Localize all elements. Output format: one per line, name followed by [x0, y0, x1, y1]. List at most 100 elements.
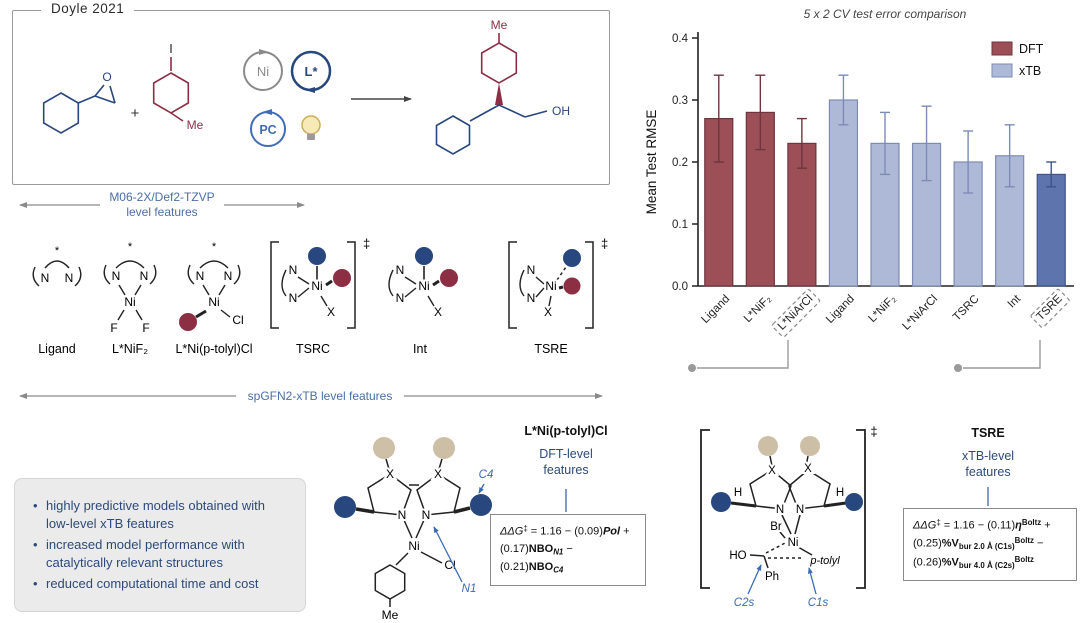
y-tick-label: 0.3	[672, 95, 688, 107]
dft-panel-title-block: L*Ni(p-tolyl)Cl DFT-level features	[512, 424, 620, 479]
red-ball	[333, 269, 351, 287]
label-tsrc: TSRC	[296, 342, 330, 356]
int-ni: Ni	[418, 279, 429, 293]
c2s-arrow	[747, 564, 762, 595]
structure-lnif2	[103, 260, 157, 321]
tsre-ni: Ni	[545, 279, 556, 293]
bullet-item: reduced computational time and cost	[33, 575, 287, 593]
xtb-structure-subtitle: xTB-level features	[961, 449, 1015, 480]
xtb-scope-arrow-right	[404, 393, 603, 399]
x-tick-label: L*NiF₂	[742, 293, 774, 325]
h-atom: H	[836, 487, 844, 499]
n-atom: N	[398, 508, 407, 522]
ho-group: HO	[729, 550, 746, 562]
n-atom: N	[796, 504, 804, 516]
epoxide-substrate	[42, 84, 116, 134]
x-substituent: X	[804, 463, 812, 475]
dft-scope-arrow-right	[224, 202, 305, 208]
tsre-structure: ‡ X X H H N N Br Ni p-tolyl HO	[700, 424, 878, 609]
lnif2-f: F	[142, 321, 149, 335]
y-tick-label: 0.4	[672, 33, 689, 45]
p-tolyl-label: p-tolyl	[809, 555, 840, 567]
blue-ball	[845, 493, 863, 511]
ligand-cycle-label: L*	[305, 64, 319, 79]
lnif2-f: F	[110, 321, 117, 335]
scheme-title: Doyle 2021	[41, 1, 135, 16]
xtb-level-label: spGFN2-xTB level features	[247, 389, 393, 403]
me-group: Me	[382, 608, 399, 622]
tsre-dagger: ‡	[601, 236, 608, 251]
x-substituent: X	[434, 467, 442, 481]
h-atom: H	[734, 487, 742, 499]
dft-scope-arrow-left	[19, 202, 100, 208]
dft-level-label: M06-2X/Def2-TZVP level features	[109, 190, 215, 219]
x-tick-label: Int	[1006, 292, 1024, 310]
bar-4-xTB	[828, 99, 859, 287]
n1-atom: N	[422, 508, 431, 522]
tsrc-dagger: ‡	[363, 236, 370, 251]
ligand-n: N	[41, 271, 50, 285]
br-atom: Br	[770, 521, 782, 533]
y-tick-label: 0.0	[672, 281, 688, 293]
pc-cycle-label: PC	[259, 123, 276, 137]
lniarcl-ni: Ni	[208, 295, 219, 309]
structure-int	[388, 266, 440, 307]
int-x: X	[434, 305, 442, 319]
ligand-star: *	[55, 245, 60, 257]
ni-atom: Ni	[788, 537, 799, 549]
int-n: N	[396, 291, 405, 305]
tan-ball	[433, 437, 455, 459]
dft-equation-box: ΔΔG‡ = 1.16 − (0.09)Pol + (0.17)NBON1 − …	[490, 514, 646, 587]
x-tick-label: TSRC	[951, 293, 982, 324]
c1s-arrow	[808, 567, 817, 595]
bullet-item: increased model performance with catalyt…	[33, 536, 287, 572]
ts-skeleton	[730, 455, 847, 569]
red-ball	[440, 269, 458, 287]
aryl-iodide-substrate	[152, 57, 190, 122]
tsrc-x: X	[327, 305, 335, 319]
red-ball	[563, 277, 581, 295]
lightbulb-icon	[301, 115, 321, 140]
label-tsre: TSRE	[534, 342, 567, 356]
x-substituent: X	[386, 467, 394, 481]
cl-atom: Cl	[444, 558, 455, 572]
blue-ball	[334, 496, 356, 518]
bar-9-xTB	[1036, 173, 1066, 287]
tsre-n: N	[527, 263, 536, 277]
highlight-box	[1030, 288, 1070, 328]
lniarcl-cl: Cl	[232, 313, 243, 327]
n1-arrow	[433, 526, 463, 583]
blue-ball	[711, 492, 731, 512]
highlight-box	[771, 288, 821, 338]
x-tick-label: Ligand	[824, 293, 857, 326]
legend-label-DFT: DFT	[1019, 42, 1044, 56]
lniarcl-n: N	[196, 269, 205, 283]
label-int: Int	[413, 342, 427, 356]
product-methyl-label: Me	[491, 18, 508, 32]
legend-label-xTB: xTB	[1019, 64, 1041, 78]
xtb-structure-title: TSRE	[971, 426, 1005, 440]
catalytic-cycles: Ni L* PC	[243, 49, 332, 147]
tsre-n: N	[527, 291, 536, 305]
tan-ball	[373, 437, 395, 459]
tsrc-n: N	[289, 291, 298, 305]
ts-brackets	[700, 429, 866, 589]
bullet-item: highly predictive models obtained with l…	[33, 497, 287, 533]
blue-ball	[563, 249, 581, 267]
reaction-scheme-panel: Doyle 2021 O +	[12, 1, 610, 185]
tan-ball	[758, 436, 778, 456]
tolyl-methyl-label: Me	[187, 118, 204, 132]
n-atom: N	[776, 504, 784, 516]
dft-structure-subtitle: DFT-level features	[539, 447, 593, 478]
n1-annotation: N1	[462, 583, 477, 595]
tsrc-ni: Ni	[311, 279, 322, 293]
ni-atom: Ni	[408, 539, 419, 553]
ph-group: Ph	[765, 571, 779, 583]
x-tick-label: L*NiArCl	[776, 293, 816, 333]
lnif2-ni: Ni	[124, 295, 135, 309]
reaction-scheme: O + I Me Ni L* PC	[42, 18, 570, 155]
plus-sign: +	[131, 105, 140, 122]
xtb-equation-box: ΔΔG‡ = 1.16 − (0.11)ηBoltz + (0.25)%Vbur…	[903, 508, 1077, 582]
label-lnif2: L*NiF₂	[112, 342, 148, 356]
